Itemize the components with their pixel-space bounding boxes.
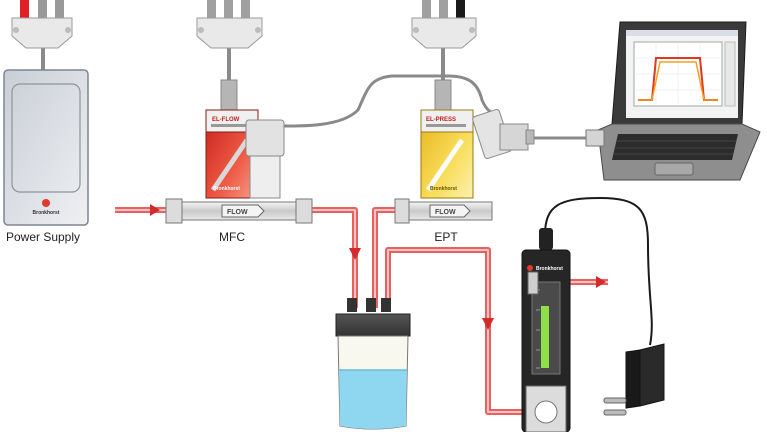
laptop-port-connector	[585, 129, 605, 147]
ept-model-name: EL-PRESS	[426, 117, 456, 123]
vessel-lid	[335, 313, 411, 337]
ept-label: EPT	[434, 230, 458, 244]
ept-brand: Bronkhorst	[430, 186, 457, 192]
down-arrow-icon	[349, 248, 361, 260]
adapter-pin-lower	[603, 409, 627, 416]
ept-plug	[434, 79, 452, 111]
flow-arrows	[150, 204, 606, 330]
meter-power-cable	[544, 196, 653, 346]
down-arrow-icon-2	[482, 318, 494, 330]
mfc-connector	[196, 0, 263, 49]
mfc-device: EL-FLOW Bronkhorst FLOW MFC	[165, 0, 313, 244]
mfc-outlet-fitting	[295, 198, 313, 224]
flow-meter: Bronkhorst	[521, 228, 571, 432]
ept-light-strip	[425, 138, 465, 192]
ept-sub-d-adapter	[472, 109, 535, 159]
mfc-plug	[220, 79, 238, 111]
adapter-body	[639, 343, 665, 407]
ept-inlet-fitting	[394, 198, 410, 224]
meter-cable-plug	[539, 228, 553, 250]
mfc-inlet-fitting	[165, 198, 183, 224]
laptop-touchpad	[654, 162, 694, 176]
meter-bottom-port	[534, 400, 558, 424]
wall-power-adapter	[603, 343, 665, 416]
laptop-keyboard	[612, 134, 738, 160]
laptop	[585, 21, 761, 181]
liquid-vessel	[335, 298, 411, 430]
psu-connector	[11, 0, 73, 49]
outlet-arrow-icon	[596, 276, 606, 288]
mfc-flow-tag	[221, 204, 265, 218]
ept-connector	[411, 0, 477, 49]
inlet-arrow-icon	[150, 204, 160, 216]
meter-outlet-fitting	[527, 271, 539, 295]
psu-housing	[3, 69, 89, 226]
mfc-brand: Bronkhorst	[213, 186, 240, 192]
rs232-cable-mfc-ept	[261, 74, 501, 128]
mfc-valve-upper	[245, 119, 285, 157]
mfc-model-name: EL-FLOW	[212, 117, 240, 123]
mfc-label: MFC	[219, 230, 245, 244]
meter-brand-logo-icon	[527, 265, 533, 271]
brand-logo-icon	[42, 199, 50, 207]
power-supply-label: Power Supply	[6, 230, 80, 244]
mfc-valve-lower	[249, 155, 281, 199]
screen-plot-orange	[638, 61, 718, 101]
mfc-light-strip	[210, 138, 250, 192]
psu-brand: Bronkhorst	[33, 210, 60, 216]
psu-panel	[11, 83, 81, 193]
meter-level-bar	[541, 306, 549, 368]
ept-flow-text: FLOW	[435, 209, 456, 216]
mfc-to-vessel-tube	[310, 207, 358, 308]
gas-tubing	[115, 207, 608, 415]
signal-cables	[41, 48, 653, 346]
power-supply: Bronkhorst Power Supply	[3, 0, 89, 244]
meter-brand: Bronkhorst	[536, 266, 563, 272]
ept-flow-tag	[429, 204, 471, 218]
vessel-liquid	[339, 370, 407, 429]
ept-device: EL-PRESS Bronkhorst FLOW EPT	[394, 0, 535, 244]
mfc-flow-text: FLOW	[227, 209, 248, 216]
adapter-pin-upper	[603, 397, 627, 404]
